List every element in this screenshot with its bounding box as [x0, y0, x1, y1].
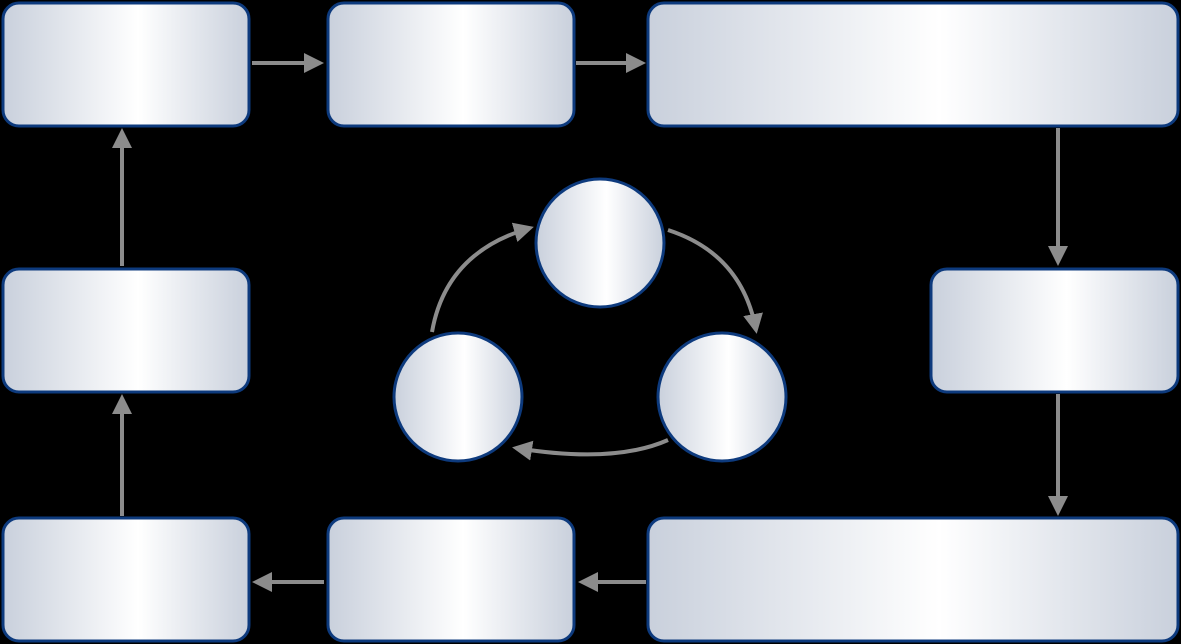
- edge-circle-left-to-circle-top: [430, 222, 534, 333]
- edge-circle-top-to-circle-right: [667, 228, 763, 334]
- node-right-middle: [929, 267, 1180, 394]
- node-bottom-middle: [326, 516, 576, 643]
- edge-circle-right-to-circle-left: [512, 438, 669, 461]
- node-left-middle: [1, 267, 251, 394]
- node-bottom-left: [1, 516, 251, 643]
- node-circle-top: [534, 177, 666, 309]
- outer-edges: [112, 53, 1068, 592]
- node-top-middle: [326, 1, 576, 128]
- inner-nodes: [392, 177, 788, 463]
- node-top-right: [646, 1, 1180, 128]
- node-bottom-right: [646, 516, 1180, 643]
- node-top-left: [1, 1, 251, 128]
- node-circle-right: [656, 331, 788, 463]
- node-circle-left: [392, 331, 524, 463]
- inner-edges: [430, 222, 763, 461]
